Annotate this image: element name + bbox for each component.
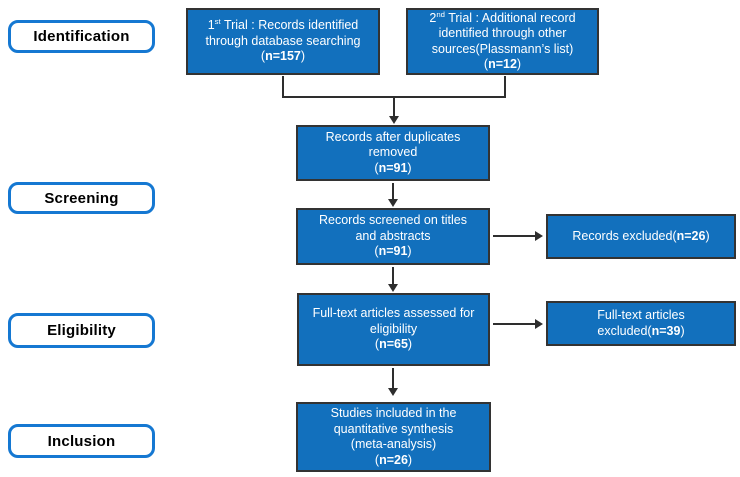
arrowhead-screened-to-excluded xyxy=(535,231,543,241)
arrowhead-fulltext-to-excluded xyxy=(535,319,543,329)
box-text-line: sources(Plassmann’s list) xyxy=(431,41,574,56)
box-studies-included: Studies included in the quantitative syn… xyxy=(296,402,491,472)
arrowhead-screened-to-fulltext xyxy=(388,284,398,292)
box-text-line: Records screened on titles xyxy=(319,213,467,228)
box-count-line: (n=12) xyxy=(483,57,522,71)
box-fulltext-excluded: Full-text articles excluded(n=39) xyxy=(546,301,736,346)
box-text-line: removed xyxy=(368,145,418,160)
box-text-line: identified through other xyxy=(438,26,567,40)
arrowhead-duplicates-to-screened xyxy=(388,199,398,207)
box-text-line: eligibility xyxy=(369,321,418,336)
stage-label-screening: Screening xyxy=(8,182,155,214)
box-count-line: (n=157) xyxy=(260,49,306,64)
stage-label-inclusion: Inclusion xyxy=(8,424,155,458)
box-text-line: and abstracts xyxy=(355,228,431,243)
stage-label-identification: Identification xyxy=(8,20,155,53)
stage-label-eligibility: Eligibility xyxy=(8,313,155,348)
box-text-line: 2nd Trial : Additional record xyxy=(429,9,576,25)
box-trial1-records-identified: 1st Trial : Records identified through d… xyxy=(186,8,380,75)
box-count-line: (n=91) xyxy=(374,160,412,175)
box-fulltext-assessed: Full-text articles assessed for eligibil… xyxy=(297,293,490,366)
arrowhead-fulltext-to-studies xyxy=(388,388,398,396)
box-count-line: (n=65) xyxy=(374,337,413,352)
box-text-line: Full-text articles assessed for xyxy=(312,306,475,321)
box-count-line: (n=91) xyxy=(374,244,412,259)
box-trial2-additional-records: 2nd Trial : Additional record identified… xyxy=(406,8,599,75)
box-text-line: through database searching xyxy=(205,33,361,48)
box-text-line: quantitative synthesis xyxy=(333,421,454,436)
box-text-line: Studies included in the xyxy=(330,406,457,420)
box-text-line: 1st Trial : Records identified xyxy=(207,17,359,33)
box-records-excluded: Records excluded(n=26) xyxy=(546,214,736,259)
box-duplicates-removed: Records after duplicates removed (n=91) xyxy=(296,125,490,181)
box-text-line: Records after duplicates xyxy=(325,129,461,144)
box-text-line: Full-text articles xyxy=(597,308,685,322)
ordinal-superscript: nd xyxy=(436,9,445,19)
box-count-line: (n=26) xyxy=(374,452,413,467)
box-text-line: Records excluded(n=26) xyxy=(572,228,710,243)
box-records-screened: Records screened on titles and abstracts… xyxy=(296,208,490,265)
arrowhead-merge-to-duplicates xyxy=(389,116,399,124)
box-text-line: excluded(n=39) xyxy=(597,323,685,338)
ordinal-superscript: st xyxy=(214,17,221,27)
box-text-line: (meta-analysis) xyxy=(350,437,437,451)
